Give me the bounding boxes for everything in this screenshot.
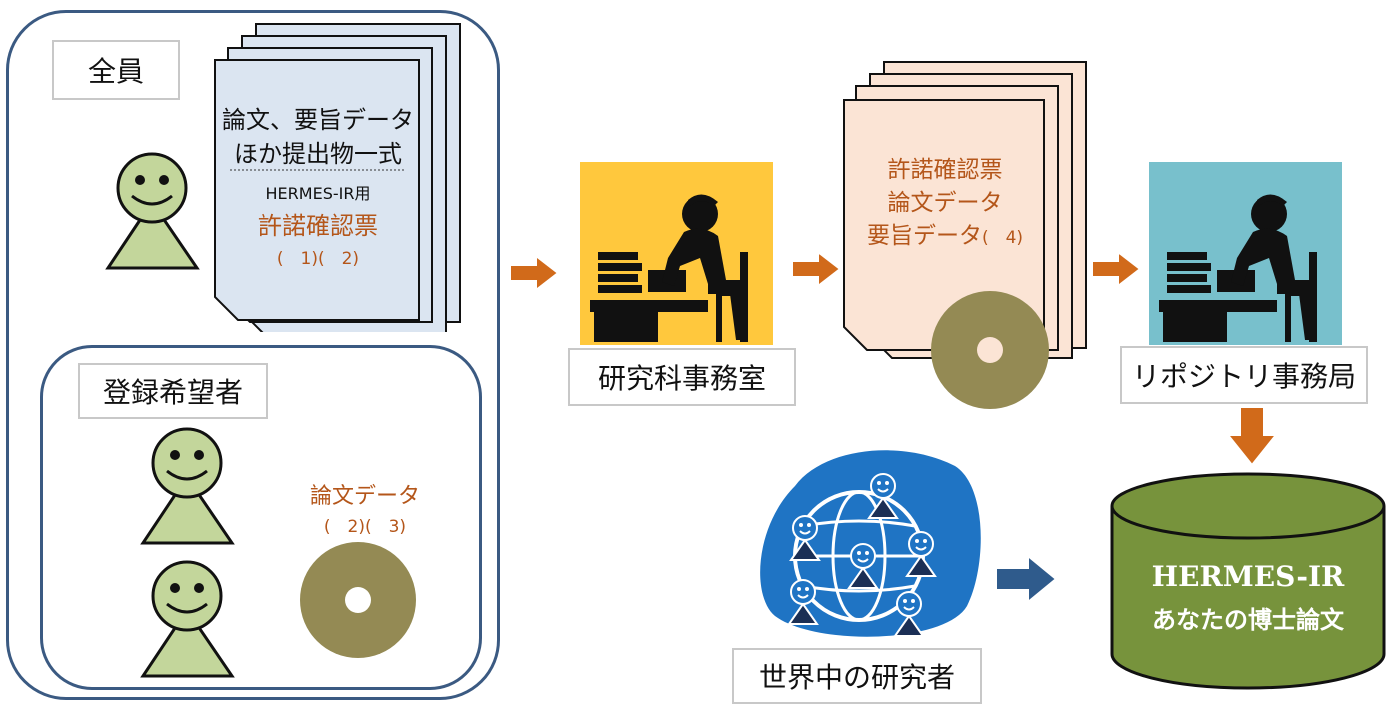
office-worker-icon [1149, 162, 1342, 345]
group-registrants-frame [40, 345, 482, 690]
group-registrants-label: 登録希望者 [78, 363, 268, 419]
transfer-refs: ( 4) [981, 228, 1024, 248]
doc-accent: 許諾確認票 [258, 212, 378, 240]
person-icon [140, 560, 235, 678]
group-all-frame [6, 10, 500, 700]
transfer-line3-text: 要旨データ [866, 223, 982, 249]
doc-small: HERMES-IR用 [265, 184, 371, 203]
doc-line2: ほか提出物一式 [234, 140, 402, 168]
registrant-item-refs: ( 2)( 3) [323, 517, 407, 537]
disc-icon [300, 542, 416, 658]
person-icon [140, 427, 235, 545]
database-title: HERMES-IR [1151, 560, 1345, 593]
arrow-down-icon [1226, 406, 1278, 467]
repository-label: リポジトリ事務局 [1120, 346, 1368, 404]
doc-line1: 論文、要旨データ [222, 106, 414, 134]
group-all-label: 全員 [52, 40, 180, 100]
person-icon [105, 152, 200, 270]
office-label: 研究科事務室 [568, 348, 796, 406]
arrow-right-icon [1091, 250, 1142, 288]
arrow-right-icon [995, 554, 1058, 604]
arrow-right-icon [791, 250, 842, 288]
database-icon [1110, 472, 1386, 690]
transfer-line3: 要旨データ( 4) [845, 216, 1045, 250]
registrant-item-title: 論文データ [309, 484, 420, 509]
transfer-line1: 許諾確認票 [887, 157, 1003, 183]
office-worker-icon [580, 162, 773, 345]
researchers-label: 世界中の研究者 [732, 648, 982, 704]
database-subtitle: あなたの博士論文 [1152, 606, 1344, 634]
globe-network-icon [760, 450, 981, 637]
document-stack-icon [214, 23, 461, 332]
doc-refs: ( 1)( 2) [276, 249, 360, 269]
transfer-line2: 論文データ [887, 190, 1003, 216]
arrow-right-icon [509, 254, 560, 292]
disc-icon [931, 291, 1049, 409]
document-stack-icon [843, 61, 1087, 359]
